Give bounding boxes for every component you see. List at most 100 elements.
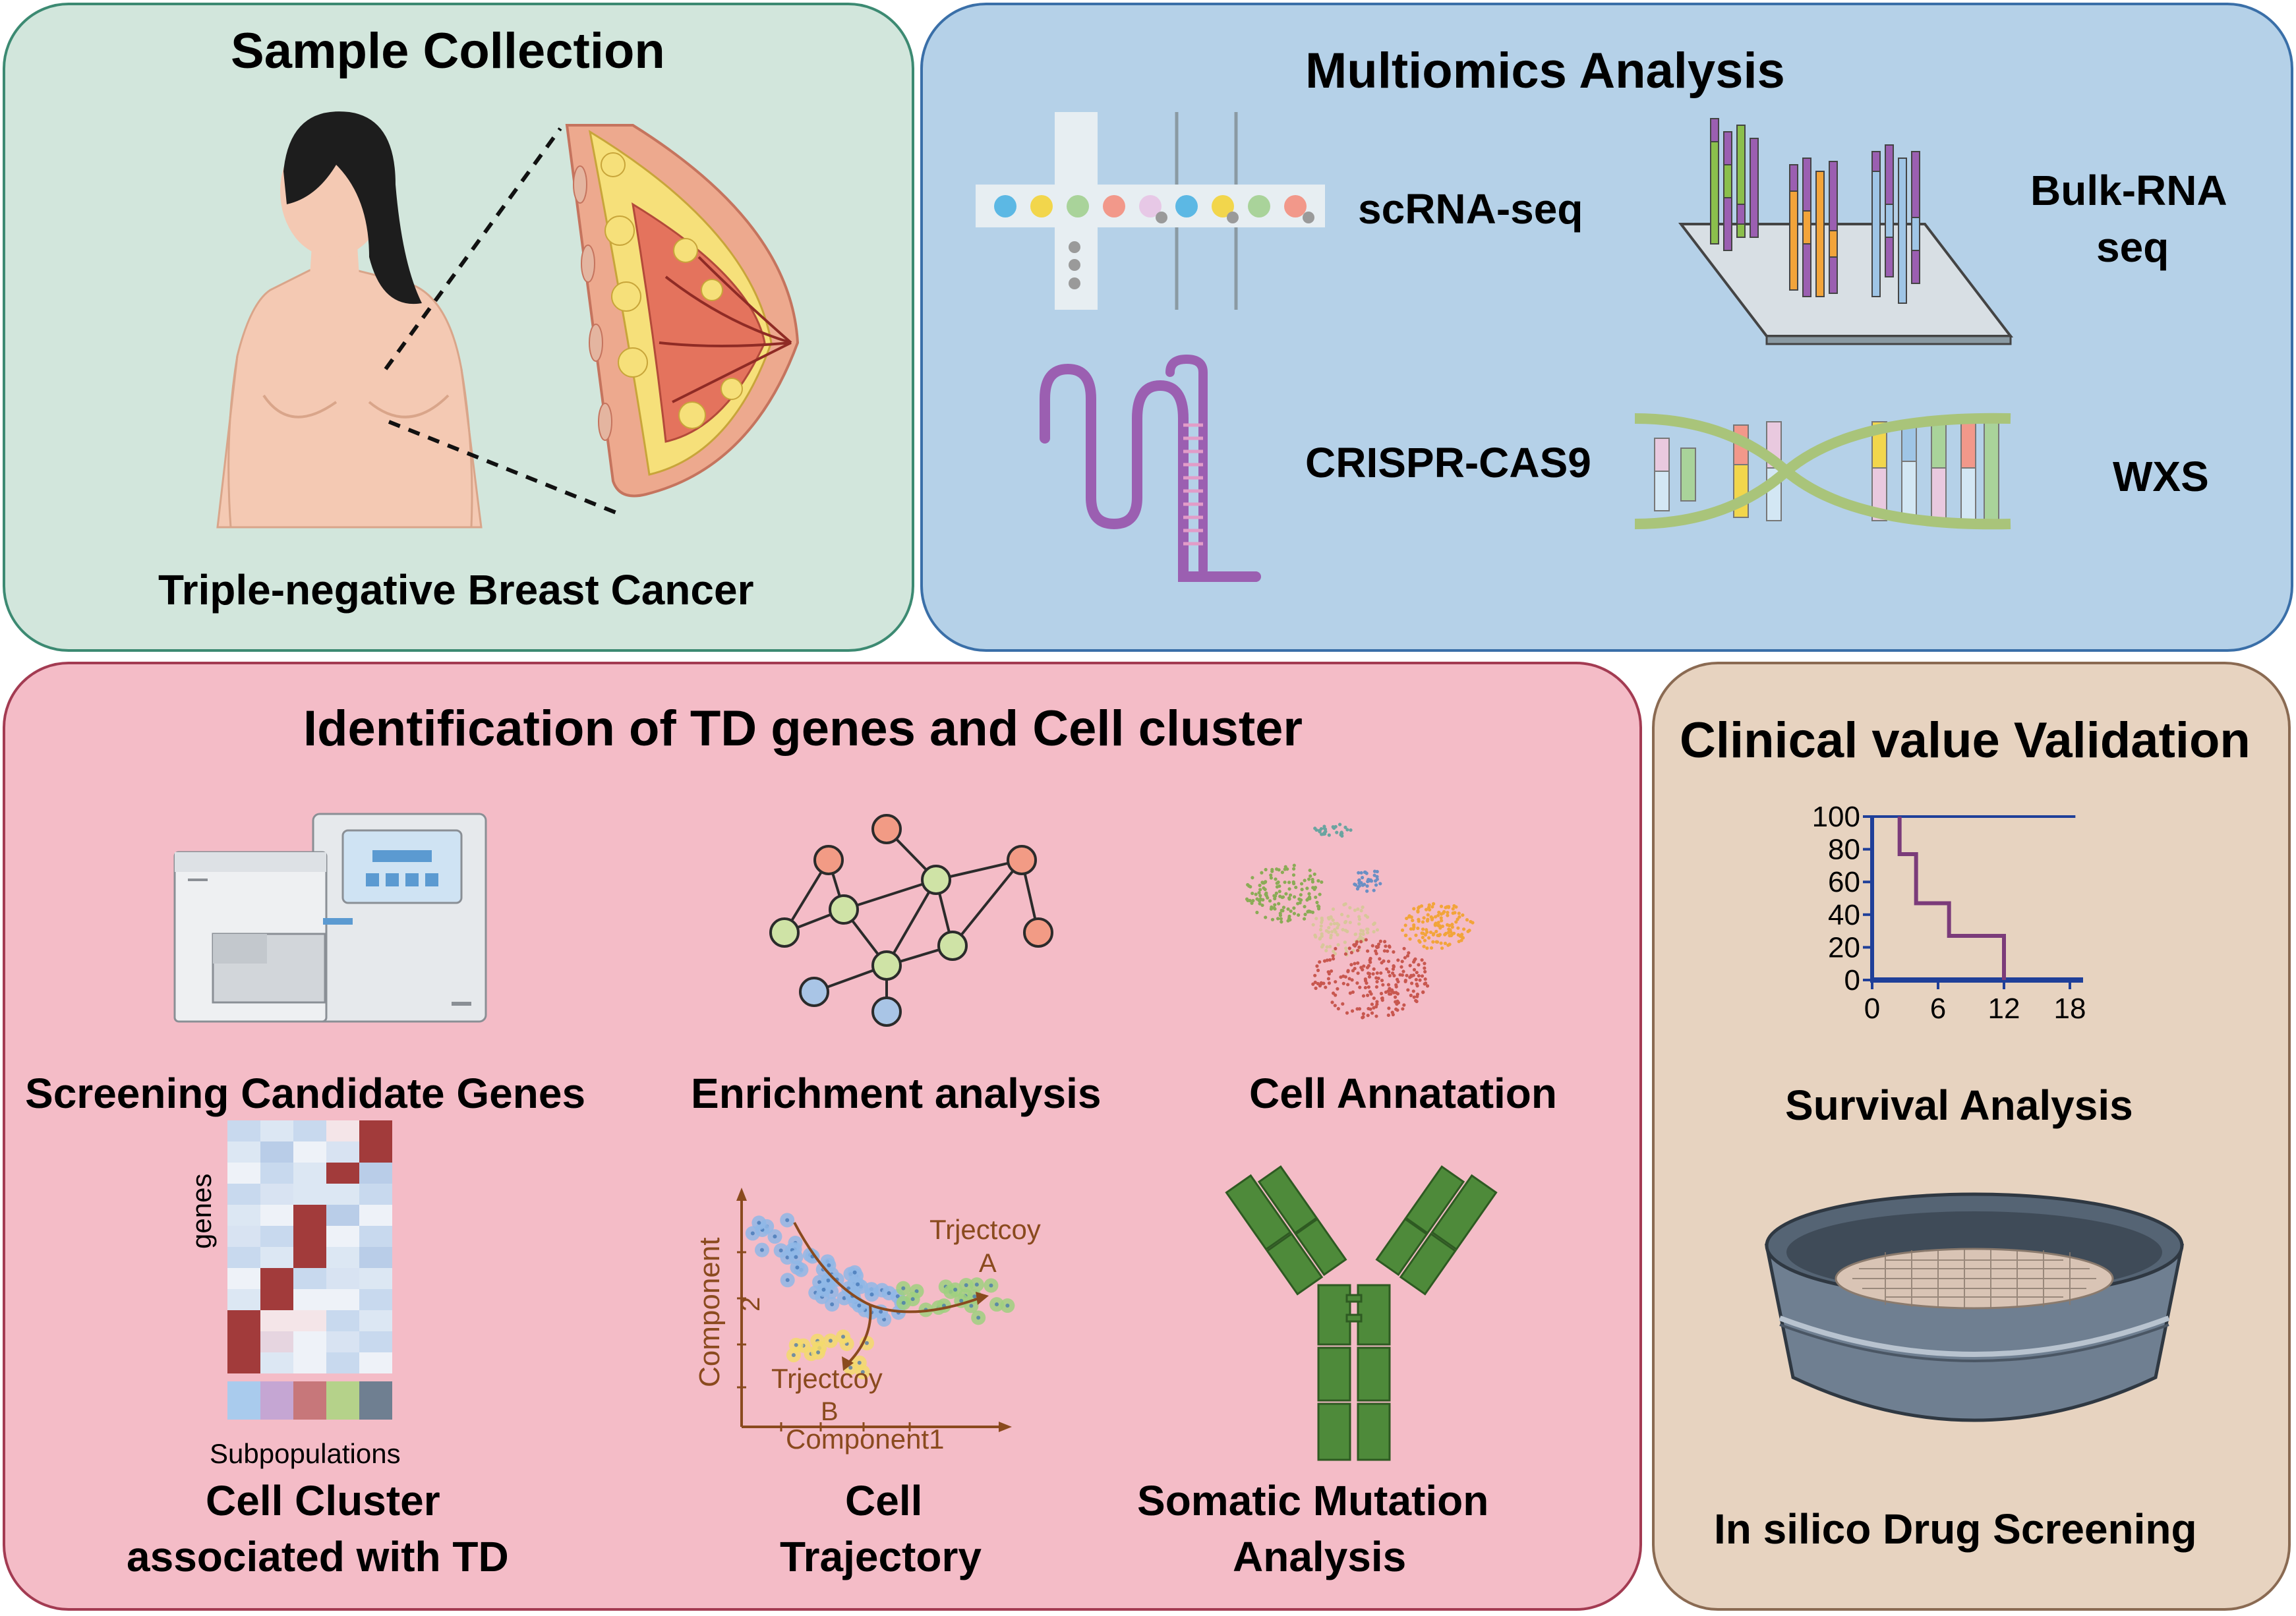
umap-point — [1434, 915, 1438, 919]
umap-point — [1359, 966, 1363, 969]
umap-point — [1448, 934, 1452, 938]
umap-point — [1395, 1002, 1399, 1006]
umap-point — [1303, 905, 1307, 909]
umap-point — [1359, 909, 1363, 913]
umap-point — [1264, 867, 1268, 872]
umap-point — [1367, 878, 1370, 882]
trajectory-cell-core — [914, 1289, 919, 1294]
umap-point — [1299, 898, 1303, 902]
umap-point — [1287, 914, 1291, 918]
umap-point — [1341, 1002, 1345, 1006]
heatmap-cell — [326, 1268, 359, 1289]
clinical-validation-panel — [1652, 662, 2291, 1611]
umap-point — [1376, 942, 1381, 946]
umap-point — [1263, 887, 1267, 892]
umap-point — [1437, 910, 1441, 914]
umap-point — [1346, 914, 1350, 918]
trajectory-cell-core — [857, 1303, 862, 1308]
umap-point — [1269, 876, 1273, 880]
umap-point — [1347, 946, 1351, 950]
clinical-validation-title: Clinical value Validation — [1680, 712, 2251, 768]
umap-point — [1276, 917, 1280, 921]
umap-point — [1297, 913, 1301, 917]
trajectory-cell-core — [974, 1283, 979, 1287]
trajectory-cell-core — [821, 1287, 826, 1292]
trajectory-cell-core — [841, 1335, 846, 1339]
umap-point — [1369, 879, 1374, 883]
umap-point — [1328, 944, 1332, 948]
umap-point — [1318, 892, 1322, 896]
survival-x-tick-label: 12 — [1988, 993, 2020, 1025]
umap-point — [1320, 880, 1324, 884]
umap-point — [1319, 826, 1323, 831]
heatmap-cell — [260, 1268, 293, 1289]
umap-point — [1374, 944, 1378, 949]
umap-point — [1349, 950, 1354, 955]
umap-point — [1367, 975, 1372, 979]
umap-point — [1356, 971, 1360, 975]
umap-point — [1415, 984, 1419, 988]
umap-point — [1425, 928, 1428, 932]
umap-point — [1435, 940, 1440, 944]
umap-point — [1264, 915, 1268, 919]
umap-point — [1444, 906, 1448, 909]
umap-point — [1392, 950, 1396, 954]
trajectory-cell-core — [794, 1342, 798, 1347]
umap-point — [1426, 917, 1430, 921]
umap-point — [1300, 888, 1304, 892]
umap-point — [1456, 926, 1460, 930]
cell-cluster-label-line1: Cell Cluster — [206, 1477, 440, 1524]
umap-point — [1332, 949, 1336, 954]
heatmap-cell — [359, 1184, 392, 1205]
survival-y-tick-label: 0 — [1844, 964, 1860, 996]
trajectory-arrow-b — [842, 1356, 854, 1371]
heatmap-cell — [359, 1120, 392, 1141]
umap-point — [1372, 873, 1376, 877]
umap-point — [1418, 978, 1422, 982]
umap-point — [1355, 1007, 1359, 1011]
cell-annotation-umap-icon — [1245, 822, 1475, 1020]
umap-point — [1309, 874, 1312, 878]
umap-point — [1311, 923, 1315, 927]
umap-point — [1411, 919, 1415, 923]
heatmap-cell — [293, 1184, 326, 1205]
umap-point — [1359, 871, 1363, 875]
umap-point — [1403, 956, 1407, 960]
umap-point — [1419, 904, 1424, 908]
umap-point — [1346, 983, 1350, 987]
umap-point — [1342, 903, 1346, 907]
umap-point — [1465, 918, 1469, 922]
heatmap-cell — [326, 1289, 359, 1310]
identification-title: Identification of TD genes and Cell clus… — [303, 701, 1303, 757]
umap-point — [1423, 969, 1427, 974]
umap-point — [1357, 937, 1361, 941]
heatmap-cell — [260, 1331, 293, 1352]
umap-point — [1390, 1010, 1394, 1014]
umap-point — [1457, 939, 1461, 944]
trajectory-path-b — [846, 1304, 872, 1366]
survival-y-tick-label: 100 — [1812, 801, 1860, 833]
umap-point — [1341, 928, 1345, 932]
umap-point — [1409, 915, 1413, 919]
umap-point — [1405, 973, 1409, 977]
umap-point — [1305, 886, 1309, 890]
umap-point — [1403, 979, 1407, 983]
umap-point — [1378, 939, 1382, 943]
umap-point — [1336, 1006, 1340, 1011]
umap-point — [1318, 984, 1322, 988]
breast-anatomy-illustration — [565, 124, 800, 498]
umap-point — [1361, 1012, 1365, 1016]
umap-point — [1399, 965, 1403, 969]
umap-point — [1302, 917, 1307, 921]
antibody-icon — [1225, 1165, 1498, 1461]
umap-point — [1281, 906, 1286, 909]
umap-point — [1327, 833, 1331, 837]
umap-point — [1409, 981, 1414, 985]
umap-point — [1308, 868, 1312, 873]
trajectory-x-arrow — [999, 1422, 1012, 1432]
heatmap-cell — [260, 1289, 293, 1310]
umap-point — [1420, 974, 1425, 978]
heatmap-cell — [359, 1310, 392, 1331]
trajectory-cell-core — [1005, 1304, 1010, 1308]
